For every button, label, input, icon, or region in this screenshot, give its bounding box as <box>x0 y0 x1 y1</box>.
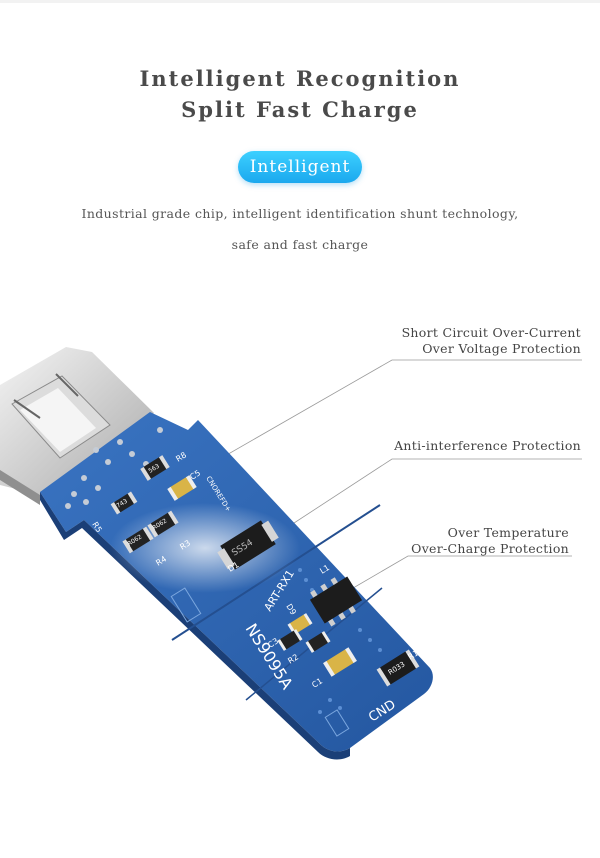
intelligent-badge: Intelligent <box>238 151 362 183</box>
components <box>110 455 420 687</box>
callout-3-line-2: Over-Charge Protection <box>411 541 569 556</box>
callout-2-line-1: Anti-interference Protection <box>394 438 581 453</box>
callout-1-line-2: Over Voltage Protection <box>422 341 581 356</box>
description-line-1: Industrial grade chip, intelligent ident… <box>81 206 519 221</box>
callout-3-line-1: Over Temperature <box>447 525 569 540</box>
callout-1-line-1: Short Circuit Over-Current <box>401 325 581 340</box>
light-glow <box>110 503 300 593</box>
callout-over-temperature: Over Temperature Over-Charge Protection <box>411 525 569 557</box>
label-l1: L1 <box>318 563 331 576</box>
description-line-2: safe and fast charge <box>231 237 369 252</box>
top-divider <box>0 0 600 3</box>
heading-line-1: Intelligent Recognition <box>139 66 461 91</box>
heading-line-2: Split Fast Charge <box>181 97 419 122</box>
callout-lines <box>189 359 582 599</box>
callout-anti-interference: Anti-interference Protection <box>394 438 581 454</box>
usb-connector <box>0 347 154 505</box>
callout-short-circuit: Short Circuit Over-Current Over Voltage … <box>402 325 581 357</box>
